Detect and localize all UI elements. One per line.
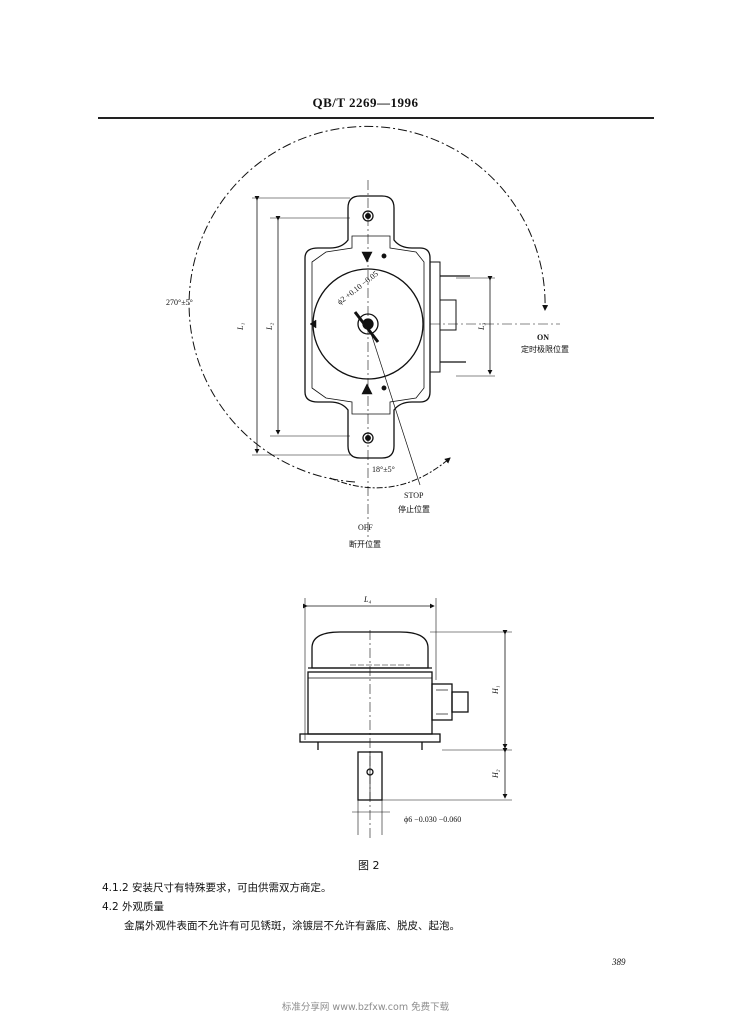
clause-4-2-body: 金属外观件表面不允许有可见锈斑，涂镀层不允许有露底、脱皮、起泡。 — [124, 920, 460, 932]
stop-label: STOP — [404, 491, 424, 500]
figure-caption: 图 2 — [358, 859, 380, 872]
timer-side-view — [299, 598, 512, 840]
dim-H2-label: H₂ — [491, 769, 500, 779]
standard-code-header: QB/T 2269—1996 — [312, 95, 419, 110]
dim-L4-label: L₄ — [363, 595, 371, 604]
timer-front-view — [188, 125, 560, 540]
footer-watermark: 标准分享网 www.bzfxw.com 免费下载 — [281, 1002, 450, 1013]
off-caption: 断开位置 — [349, 539, 381, 549]
dim-L3-label: L₃ — [477, 323, 486, 331]
on-label: ON — [537, 333, 549, 342]
angle-18-label: 18°±5° — [372, 465, 395, 474]
dim-L2-label: L₂ — [265, 323, 274, 331]
on-caption: 定时极限位置 — [521, 344, 569, 354]
header-rule — [98, 117, 654, 119]
dim-H1-label: H₁ — [491, 685, 500, 695]
clause-4-2-heading: 4.2 外观质量 — [102, 901, 165, 913]
angle-270-label: 270°±5° — [166, 298, 193, 307]
clause-4-1-2: 4.1.2 安装尺寸有特殊要求，可由供需双方商定。 — [102, 882, 332, 894]
off-label: OFF — [358, 523, 373, 532]
shaft-diameter-label: ϕ6 −0.030 −0.060 — [404, 815, 461, 824]
page-number: 389 — [612, 957, 626, 967]
dim-L1-label: L₁ — [236, 323, 245, 331]
stop-caption: 停止位置 — [398, 504, 430, 514]
